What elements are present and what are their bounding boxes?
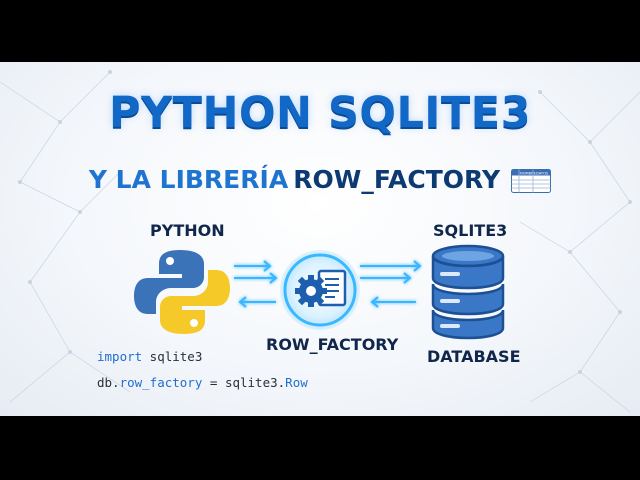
subtitle-highlight: ROW_FACTORY [293, 165, 501, 194]
code-import-module: sqlite3 [142, 349, 203, 364]
code-line-2: db.row_factory = sqlite3.Row [97, 375, 308, 390]
code-line-1: import sqlite3 [97, 349, 203, 364]
code-assign: = sqlite3. [202, 375, 286, 390]
sqlite3-label: SQLITE3 [433, 221, 508, 240]
table-header-2: DATOS [536, 171, 549, 175]
subtitle-prefix: Y LA LIBRERÍA [88, 165, 289, 194]
database-label: DATABASE [427, 347, 521, 366]
code-import-keyword: import [97, 349, 143, 364]
subtitle: Y LA LIBRERÍA ROW_FACTORY NOMBRE DATOS [0, 167, 640, 193]
code-db-object: db. [97, 375, 120, 390]
table-icon: NOMBRE DATOS [511, 168, 552, 193]
python-label: PYTHON [150, 221, 225, 240]
code-row-factory-attr: row_factory [119, 375, 203, 390]
thumbnail: PYTHON SQLITE3 Y LA LIBRERÍA ROW_FACTORY… [0, 62, 640, 416]
page-title: PYTHON SQLITE3 [108, 88, 532, 138]
database-icon [431, 244, 505, 340]
data-flow-arrows [234, 260, 422, 308]
code-row-class: Row [285, 375, 308, 390]
network-background [0, 70, 640, 413]
gear-document-icon [280, 250, 360, 330]
table-header-1: NOMBRE [520, 171, 537, 175]
row-factory-label: ROW_FACTORY [266, 335, 399, 354]
python-logo-icon [134, 250, 230, 334]
